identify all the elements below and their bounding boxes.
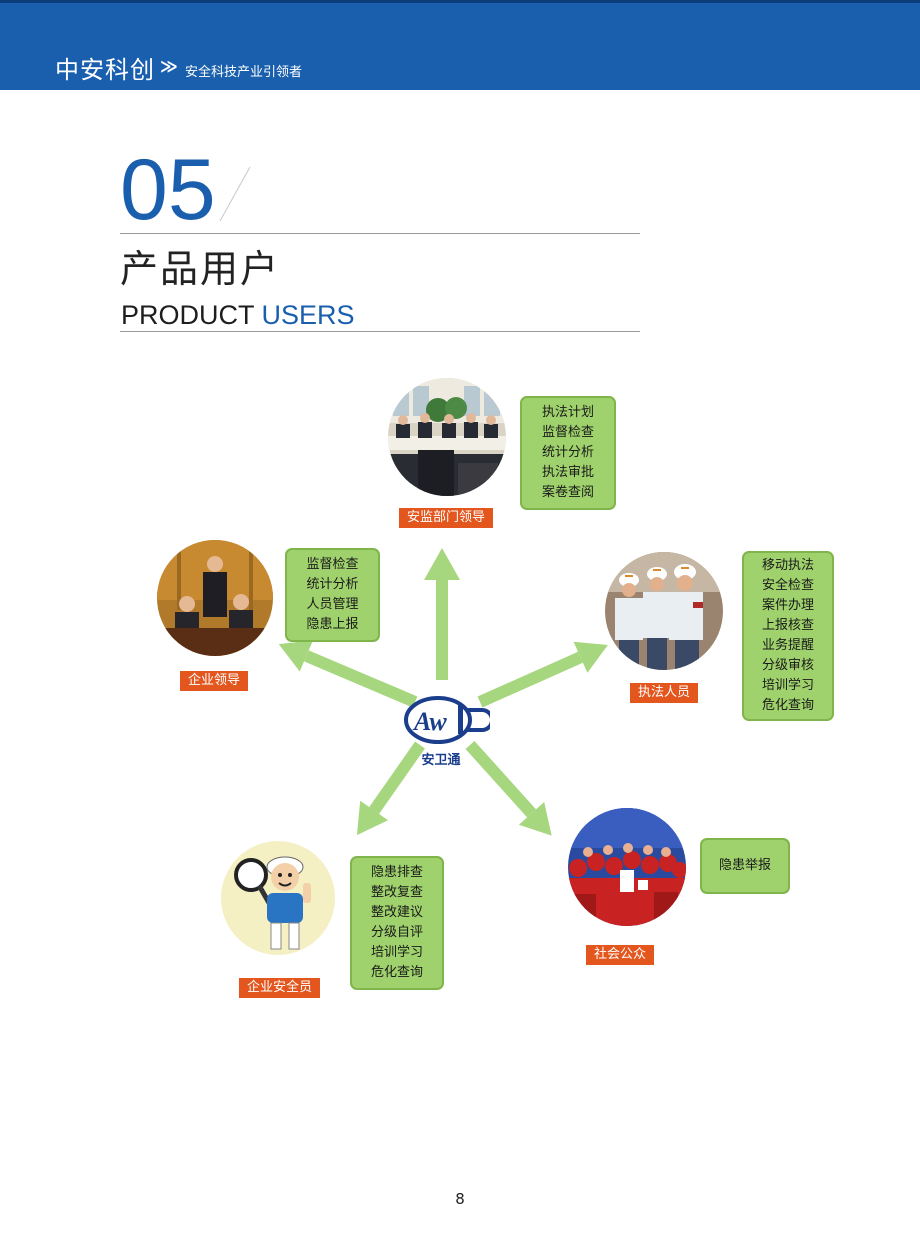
page-number: 8	[455, 1190, 465, 1208]
function-item: 整改建议	[370, 905, 423, 920]
function-item: 隐患举报	[718, 858, 771, 873]
function-item: 危化查询	[761, 698, 814, 713]
meeting-photo	[388, 378, 506, 496]
function-box-top: 执法计划 监督检查 统计分析 执法审批 案卷查阅	[520, 396, 616, 510]
function-item: 人员管理	[306, 597, 359, 612]
brand-name: 中安科创	[55, 56, 155, 84]
section-title-en-b: USERS	[261, 300, 355, 330]
function-box-left: 监督检查 统计分析 人员管理 隐患上报	[285, 548, 380, 642]
svg-text:Aw: Aw	[412, 707, 447, 736]
function-item: 分级自评	[370, 925, 423, 940]
public-crowd-photo	[568, 808, 686, 926]
function-item: 隐患上报	[306, 617, 359, 632]
function-item: 监督检查	[306, 557, 359, 572]
header-top-line	[0, 0, 920, 3]
function-item: 培训学习	[370, 945, 423, 960]
function-item: 隐患排查	[370, 865, 423, 880]
hub-label: 安卫通	[421, 753, 461, 768]
arrow-to-right-user	[477, 641, 608, 708]
section-title-en-a: PRODUCT	[121, 300, 255, 330]
arrow-to-bottom-left-user	[356, 741, 425, 836]
function-item: 案件办理	[761, 598, 814, 613]
function-item: 培训学习	[761, 678, 814, 693]
inspectors-photo	[605, 552, 723, 670]
function-item: 统计分析	[541, 445, 594, 460]
function-item: 统计分析	[306, 577, 359, 592]
function-item: 整改复查	[370, 885, 423, 900]
business-leaders-photo	[157, 540, 273, 656]
function-item: 业务提醒	[761, 638, 814, 653]
function-item: 移动执法	[761, 558, 814, 573]
double-chevron-icon: ≫	[160, 57, 178, 77]
user-tag-top: 安监部门领导	[399, 508, 494, 528]
function-item: 执法计划	[541, 405, 594, 420]
awt-logo-icon: Aw	[404, 696, 490, 744]
section-title-cn: 产品用户	[120, 247, 281, 291]
user-tag-bottom-left: 企业安全员	[239, 978, 321, 998]
brand-slogan: 安全科技产业引领者	[185, 65, 303, 80]
heading-rule-bottom	[120, 331, 640, 332]
header-band: 中安科创 ≫ 安全科技产业引领者	[0, 0, 920, 90]
function-item: 监督检查	[541, 425, 594, 440]
section-slash-divider	[219, 166, 251, 222]
user-tag-right: 执法人员	[630, 683, 699, 703]
function-box-bottom-right: 隐患举报	[700, 838, 790, 894]
function-item: 案卷查阅	[541, 485, 594, 500]
user-tag-bottom-right: 社会公众	[586, 945, 655, 965]
function-item: 上报核查	[761, 618, 814, 633]
function-item: 危化查询	[370, 965, 423, 980]
section-number: 05	[120, 142, 216, 238]
arrow-to-left-user	[278, 640, 418, 708]
user-tag-left: 企业领导	[180, 671, 249, 691]
arrow-to-top-user	[424, 548, 460, 680]
function-box-right: 移动执法 安全检查 案件办理 上报核查 业务提醒 分级审核 培训学习 危化查询	[742, 551, 834, 721]
safety-officer-mascot	[221, 841, 335, 955]
function-item: 执法审批	[541, 465, 594, 480]
function-box-bottom-left: 隐患排查 整改复查 整改建议 分级自评 培训学习 危化查询	[350, 856, 444, 990]
function-item: 分级审核	[761, 658, 814, 673]
arrow-to-bottom-right-user	[465, 740, 552, 836]
heading-rule-top	[120, 233, 640, 234]
section-title-en: PRODUCT USERS	[121, 299, 355, 331]
function-item: 安全检查	[761, 578, 814, 593]
